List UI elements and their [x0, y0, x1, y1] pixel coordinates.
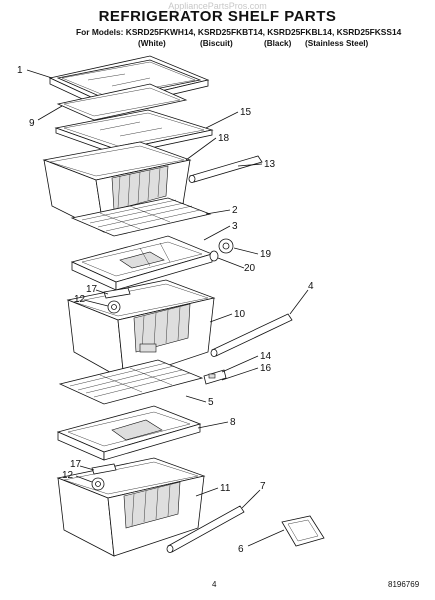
part-slide-17-lower	[91, 463, 117, 475]
callout-17-upper: 17	[86, 284, 98, 295]
callout-16: 16	[260, 363, 272, 374]
part-wire-shelf-5	[58, 359, 204, 405]
callout-5: 5	[208, 397, 214, 408]
callout-12-upper: 12	[74, 294, 86, 305]
callout-4: 4	[308, 281, 314, 292]
part-drawer-handle-4	[210, 313, 293, 357]
page-number: 4	[212, 580, 217, 589]
callout-15: 15	[240, 107, 252, 118]
part-shelf-frame	[56, 83, 188, 121]
variant-stainless: (Stainless Steel)	[305, 39, 369, 48]
watermark: AppliancePartsPros.com	[168, 1, 267, 11]
callout-10: 10	[234, 309, 246, 320]
part-clip-20	[209, 250, 219, 262]
callout-19: 19	[260, 249, 272, 260]
callout-9: 9	[29, 118, 35, 129]
part-drawer-handle-13	[188, 155, 263, 183]
part-wire-shelf-2	[70, 197, 212, 237]
page-title: REFRIGERATOR SHELF PARTS	[98, 8, 337, 25]
variant-biscuit: (Biscuit)	[200, 39, 233, 48]
callout-14: 14	[260, 351, 272, 362]
part-label-6	[281, 515, 325, 547]
part-screw-12-upper	[107, 300, 121, 314]
model-list: For Models: KSRD25FKWH14, KSRD25FKBT14, …	[76, 27, 402, 37]
leader-lines	[26, 69, 309, 547]
part-drawer-frame-8	[56, 405, 202, 461]
callout-13: 13	[264, 159, 276, 170]
part-drawer-frame-3	[70, 235, 214, 291]
callout-2: 2	[232, 205, 238, 216]
part-middle-crisper-drawer	[66, 279, 216, 381]
callout-8: 8	[230, 417, 236, 428]
document-number: 8196769	[388, 580, 420, 589]
callout-11: 11	[220, 483, 231, 494]
callout-labels: 1 9 15 18 13 2 3 19 20 17 12 4 10 14 16 …	[17, 65, 314, 555]
part-lower-crisper-drawer	[56, 457, 206, 557]
part-slide-17-upper	[103, 287, 131, 299]
part-tab-14	[203, 369, 227, 385]
callout-20: 20	[244, 263, 256, 274]
variant-black: (Black)	[264, 39, 292, 48]
part-roller-19	[218, 238, 234, 254]
callout-18: 18	[218, 133, 230, 144]
callout-7: 7	[260, 481, 266, 492]
callout-12-lower: 12	[62, 470, 74, 481]
variant-white: (White)	[138, 39, 166, 48]
callout-17-lower: 17	[70, 459, 82, 470]
callout-6: 6	[238, 544, 244, 555]
callout-1: 1	[17, 65, 23, 76]
part-drawer-handle-7	[166, 505, 245, 554]
part-screw-12-lower	[91, 477, 105, 491]
callout-3: 3	[232, 221, 238, 232]
